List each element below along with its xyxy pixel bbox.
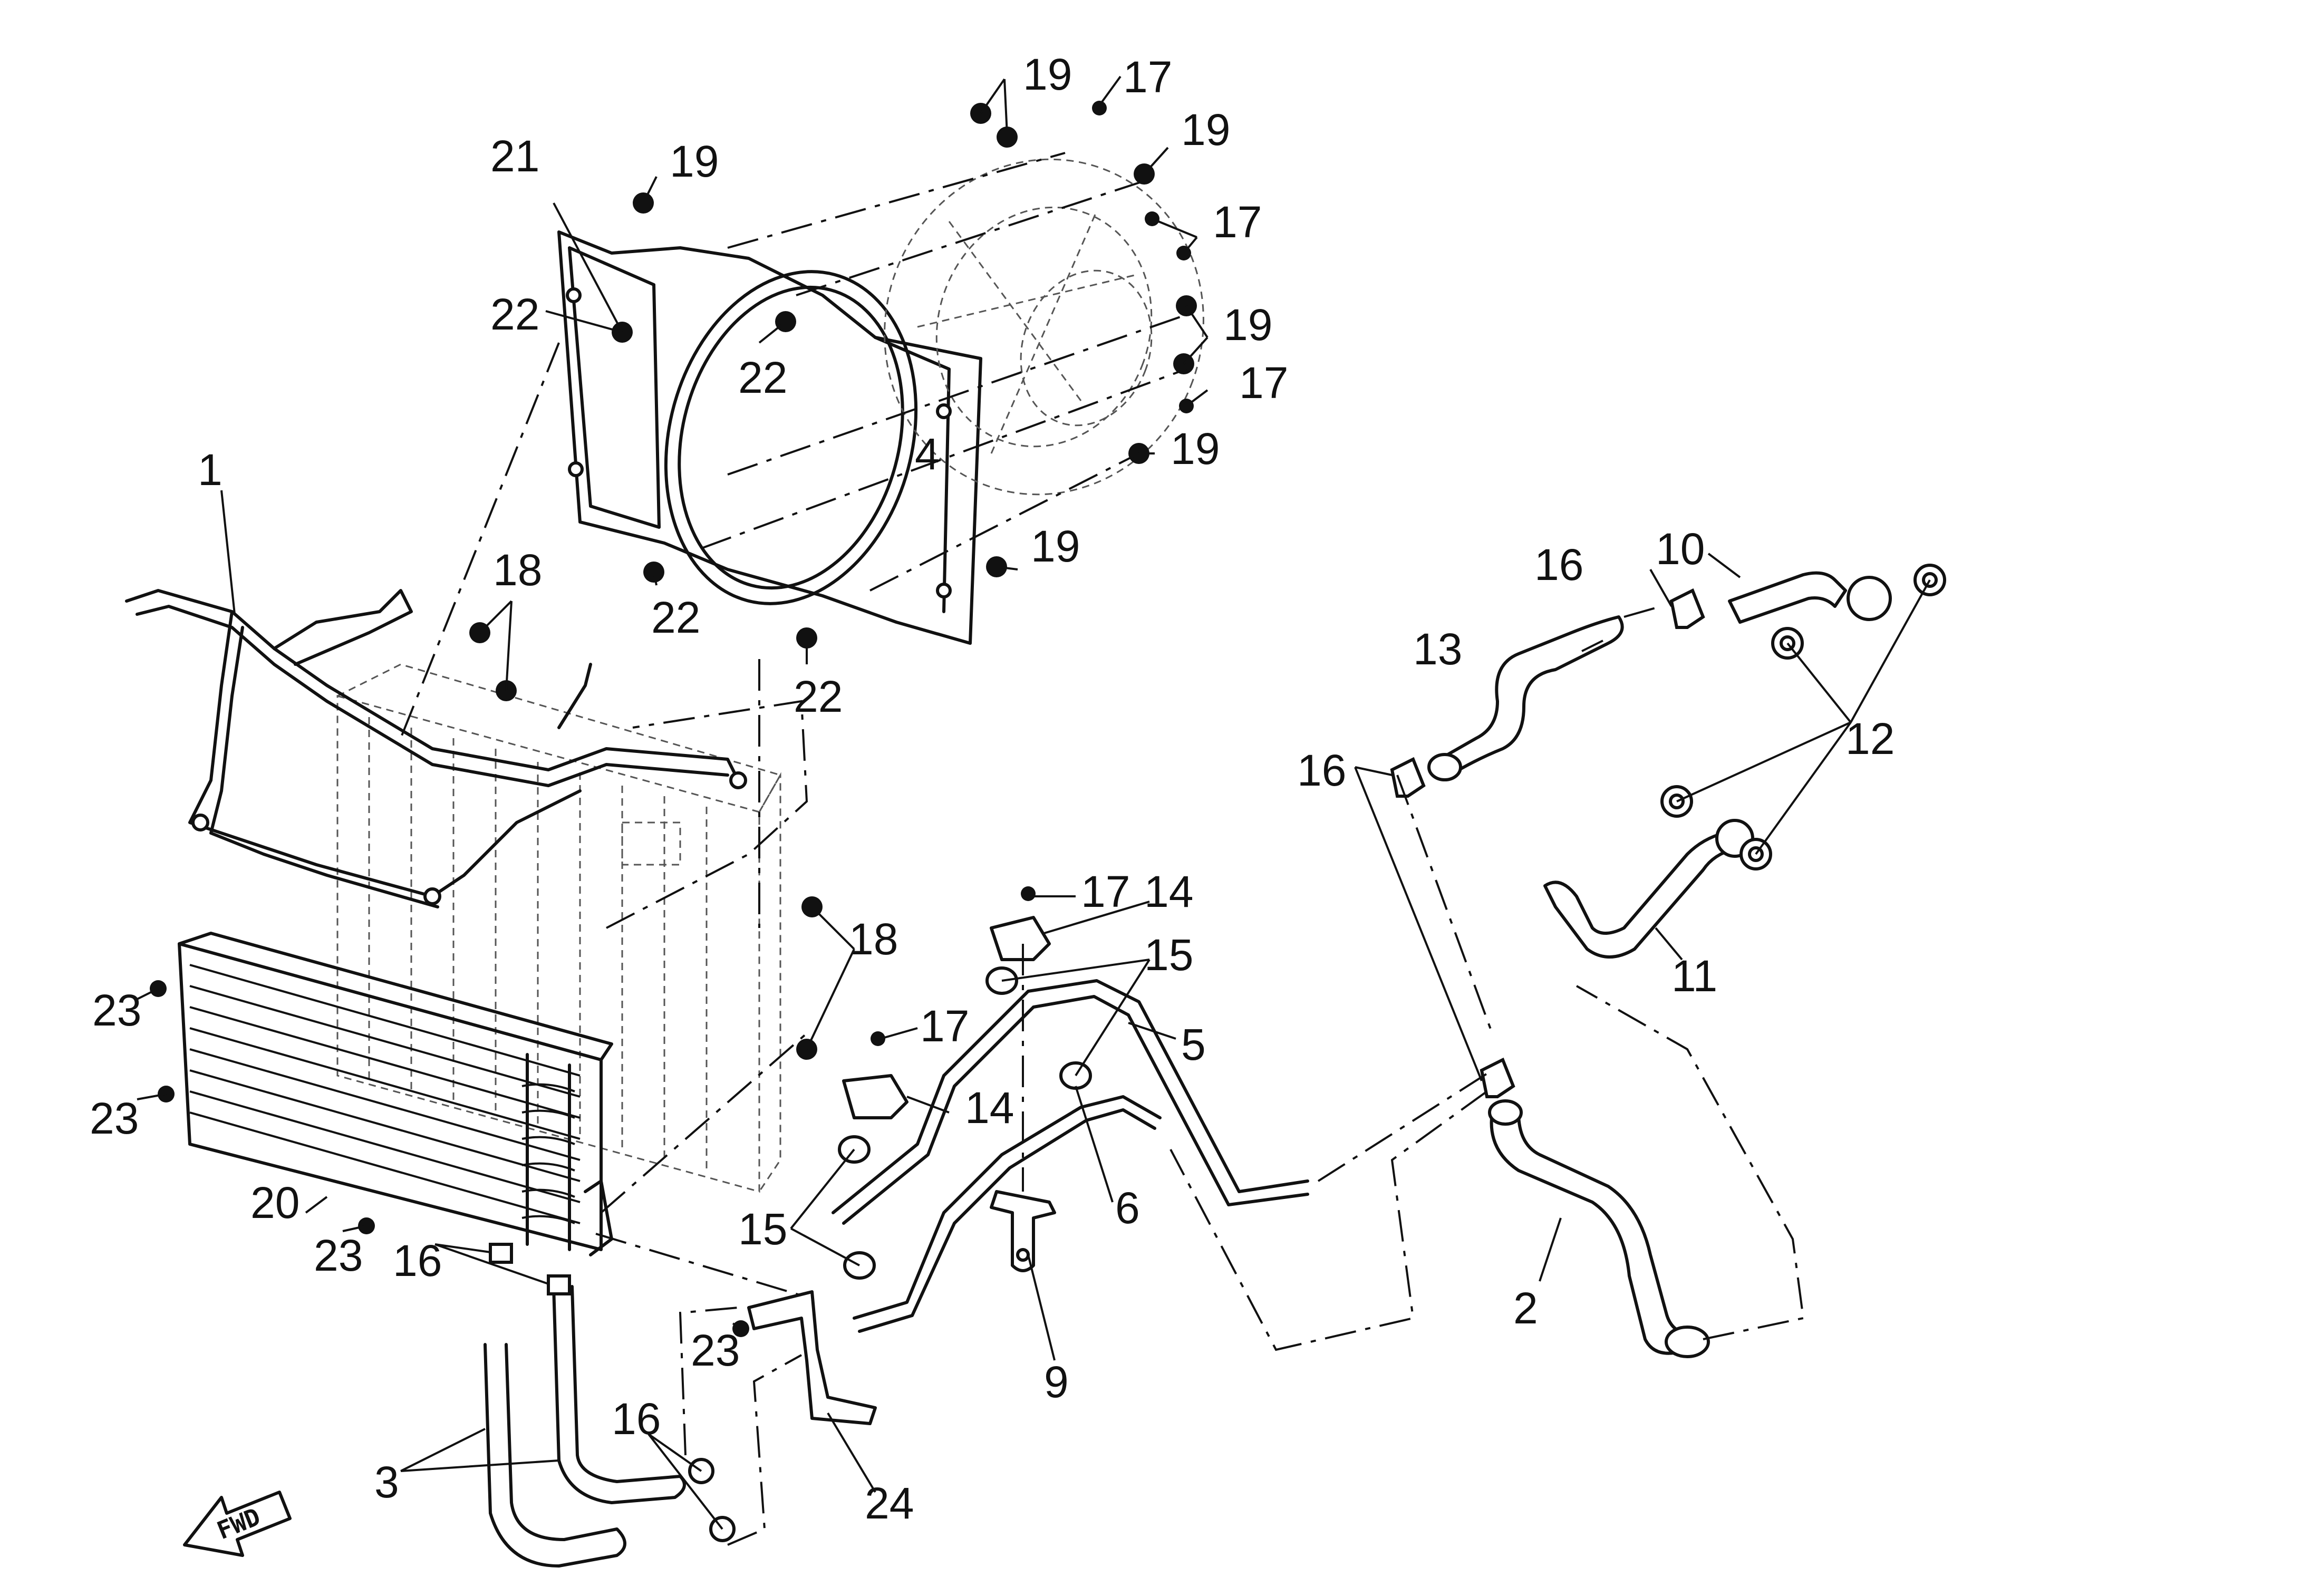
callout-18a: 18 [493, 545, 542, 595]
callout-16b: 16 [1297, 746, 1346, 795]
callout-15a: 15 [1144, 930, 1193, 980]
callout-18b: 18 [849, 914, 898, 964]
clamp-14 [842, 916, 1051, 1119]
callout-13: 13 [1413, 624, 1462, 674]
callout-23a: 23 [92, 985, 141, 1035]
hose-10 [1728, 564, 1946, 624]
callout-16c: 16 [393, 1236, 442, 1285]
callout-17a: 17 [1123, 52, 1172, 102]
bracket-24 [747, 1290, 877, 1425]
callout-19f: 19 [670, 137, 719, 186]
callout-17b: 17 [1213, 197, 1262, 247]
fan-assembly-ghost [884, 158, 1204, 496]
callout-23b: 23 [90, 1094, 139, 1143]
clamps-16 [489, 588, 1705, 1542]
callout-2: 2 [1513, 1283, 1538, 1333]
callout-11: 11 [1671, 951, 1717, 1001]
callout-9: 9 [1044, 1357, 1069, 1407]
callout-21: 21 [490, 131, 539, 181]
callout-17e: 17 [920, 1001, 969, 1051]
callout-17d: 17 [1081, 867, 1130, 916]
callout-22c: 22 [651, 593, 700, 642]
callout-19e: 19 [1031, 521, 1080, 571]
callout-16d: 16 [612, 1394, 661, 1444]
callout-1: 1 [198, 445, 223, 495]
hose-13 [1427, 615, 1624, 781]
callout-19a: 19 [1023, 50, 1072, 99]
callout-14a: 14 [1144, 867, 1193, 916]
metal-line-6 [853, 1095, 1162, 1333]
callout-17c: 17 [1239, 358, 1288, 408]
mounting-frame [125, 589, 747, 908]
fasteners [150, 101, 1197, 1337]
bracket-9 [990, 1190, 1056, 1272]
callout-6: 6 [1115, 1183, 1140, 1233]
radiator-ghost [336, 663, 782, 1193]
metal-line-5 [832, 979, 1309, 1225]
assembly-center-lines [400, 152, 1805, 1546]
oil-cooler [178, 932, 613, 1256]
hose-2 [1488, 1099, 1710, 1358]
hose-3 [484, 1285, 686, 1568]
callout-4: 4 [915, 429, 940, 479]
callout-23c: 23 [314, 1231, 363, 1280]
callout-5: 5 [1181, 1020, 1206, 1069]
callout-labels: 1 2 3 4 5 6 9 10 11 12 13 14 14 15 15 16… [90, 50, 1895, 1528]
callout-22b: 22 [738, 353, 787, 402]
callout-19b: 19 [1181, 105, 1230, 154]
callout-16a: 16 [1534, 540, 1583, 589]
callout-12: 12 [1845, 714, 1895, 763]
callout-19c: 19 [1223, 300, 1272, 350]
fwd-label: FWD [213, 1502, 264, 1545]
callout-23d: 23 [691, 1326, 740, 1375]
callout-14b: 14 [965, 1083, 1014, 1133]
leader-lines [137, 75, 1931, 1530]
callout-10: 10 [1656, 524, 1705, 574]
callout-15b: 15 [738, 1204, 787, 1254]
callout-3: 3 [374, 1457, 399, 1507]
callout-19d: 19 [1171, 424, 1220, 473]
callout-22a: 22 [490, 289, 539, 339]
fan-shroud [557, 230, 982, 645]
callout-22d: 22 [794, 672, 843, 721]
callout-24: 24 [865, 1478, 914, 1528]
callout-20: 20 [250, 1178, 299, 1227]
forward-direction-arrow: FWD [183, 1491, 292, 1557]
